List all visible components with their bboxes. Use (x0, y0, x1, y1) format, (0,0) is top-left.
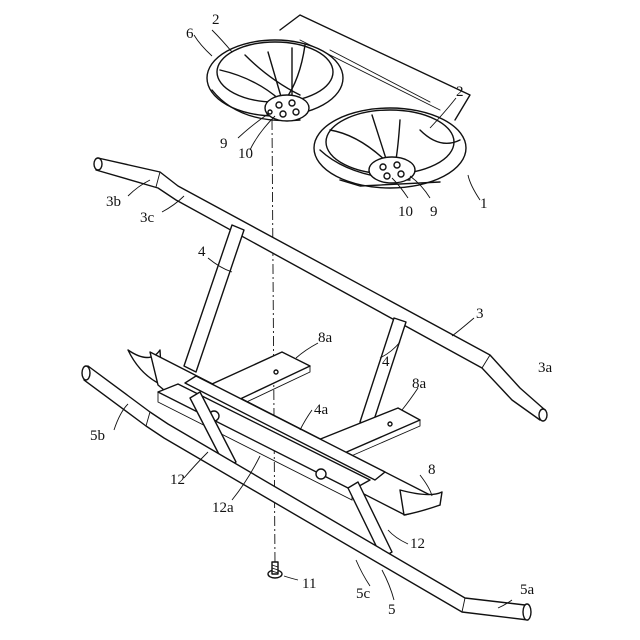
drone-body (207, 15, 470, 188)
label-3: 3 (476, 306, 484, 322)
label-12a: 12a (212, 500, 234, 516)
label-8a-right: 8a (412, 376, 427, 392)
label-2-right: 2 (456, 84, 464, 100)
label-9-right: 9 (430, 204, 438, 220)
label-8a-top: 8a (318, 330, 333, 346)
label-5c: 5c (356, 586, 371, 602)
left-motor (265, 95, 309, 121)
label-5: 5 (388, 602, 396, 618)
label-4-left: 4 (198, 244, 206, 260)
label-5b: 5b (90, 428, 105, 444)
label-6: 6 (186, 26, 194, 42)
label-9-left: 9 (220, 136, 228, 152)
label-3a: 3a (538, 360, 553, 376)
right-motor (369, 157, 415, 183)
label-3c: 3c (140, 210, 155, 226)
label-5a: 5a (520, 582, 535, 598)
label-2-top: 2 (212, 12, 220, 28)
screw (268, 562, 282, 578)
label-11: 11 (302, 576, 316, 592)
label-12-left: 12 (170, 472, 185, 488)
label-4a: 4a (314, 402, 329, 418)
label-8: 8 (428, 462, 436, 478)
label-4-right: 4 (382, 354, 390, 370)
label-12-right: 12 (410, 536, 425, 552)
label-10-left: 10 (238, 146, 253, 162)
label-3b: 3b (106, 194, 121, 210)
label-10-right: 10 (398, 204, 413, 220)
label-1: 1 (480, 196, 488, 212)
